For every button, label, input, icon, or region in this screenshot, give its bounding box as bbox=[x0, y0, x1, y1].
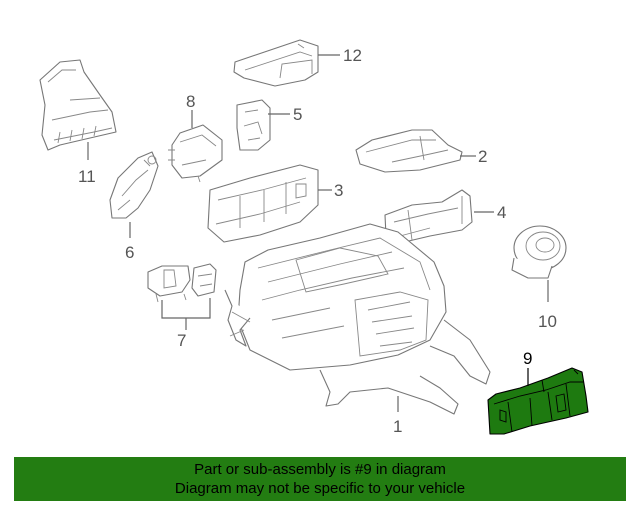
part-9-bracket-highlighted[interactable]: 9 bbox=[487, 349, 589, 435]
part-2-cover[interactable]: 2 bbox=[355, 129, 487, 173]
part-1-main-assembly[interactable]: 1 bbox=[224, 223, 491, 436]
callout-9: 9 bbox=[523, 349, 532, 368]
info-banner: Part or sub-assembly is #9 in diagram Di… bbox=[14, 457, 626, 501]
callout-2: 2 bbox=[478, 147, 487, 166]
part-8-control-module[interactable]: 8 bbox=[168, 92, 223, 183]
part-7-relays[interactable]: 7 bbox=[147, 263, 217, 350]
callout-11: 11 bbox=[78, 167, 96, 186]
part-11-air-duct[interactable]: 11 bbox=[39, 59, 117, 186]
callout-12: 12 bbox=[343, 46, 362, 65]
callout-4: 4 bbox=[497, 203, 506, 222]
callout-5: 5 bbox=[293, 105, 302, 124]
part-10-blower-fan[interactable]: 10 bbox=[511, 225, 567, 331]
banner-line-1: Part or sub-assembly is #9 in diagram bbox=[194, 461, 446, 478]
callout-1: 1 bbox=[393, 417, 402, 436]
banner-line-2: Diagram may not be specific to your vehi… bbox=[174, 480, 466, 497]
callout-6: 6 bbox=[125, 243, 134, 262]
callout-7: 7 bbox=[177, 331, 186, 350]
callout-8: 8 bbox=[186, 92, 195, 111]
callout-3: 3 bbox=[334, 181, 343, 200]
parts-diagram: 11 12 8 5 2 6 3 bbox=[39, 39, 589, 436]
part-3-frame-panel[interactable]: 3 bbox=[207, 164, 343, 243]
part-6-side-bracket[interactable]: 6 bbox=[109, 151, 159, 262]
part-5-bracket[interactable]: 5 bbox=[236, 99, 302, 151]
callout-10: 10 bbox=[538, 312, 557, 331]
part-4-bracket[interactable]: 4 bbox=[384, 189, 506, 245]
part-12-duct[interactable]: 12 bbox=[233, 39, 362, 87]
